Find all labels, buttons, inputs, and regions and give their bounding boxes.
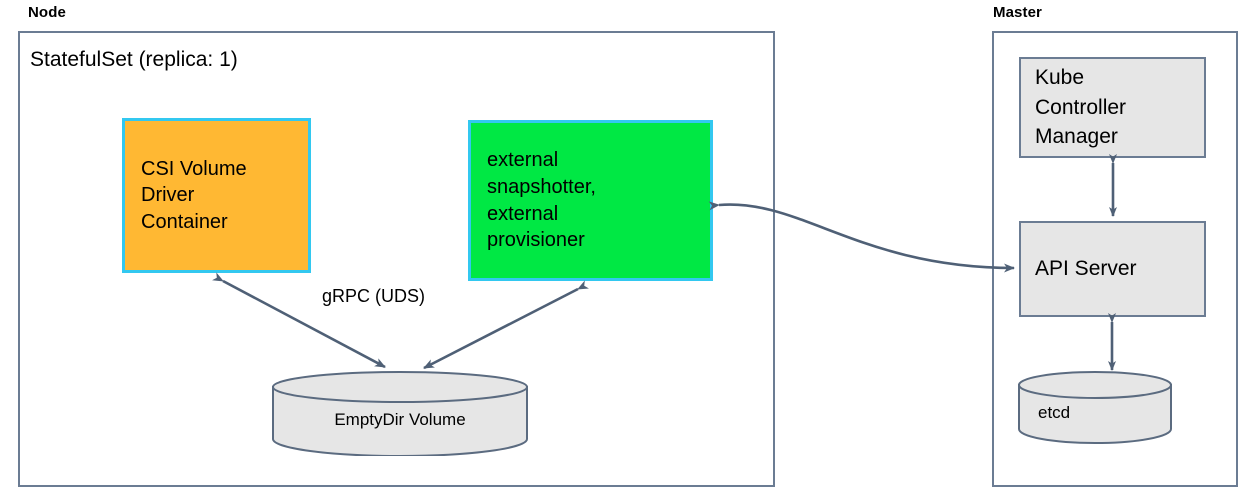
external-sidecars-box[interactable]: external snapshotter, external provision… — [468, 120, 713, 281]
external-sidecars-text: external snapshotter, external provision… — [487, 149, 596, 252]
emptydir-volume-shape — [272, 371, 528, 457]
emptydir-volume-cylinder[interactable]: EmptyDir Volume — [270, 370, 530, 457]
etcd-cylinder[interactable]: etcd — [1016, 370, 1174, 444]
api-server-box[interactable]: API Server — [1019, 221, 1206, 317]
api-server-text: API Server — [1035, 257, 1137, 281]
etcd-shape — [1018, 371, 1172, 444]
csi-volume-driver-container-text: CSI Volume Driver Container — [141, 157, 247, 233]
master-group-label: Master — [993, 4, 1042, 21]
node-group-label: Node — [28, 4, 66, 21]
csi-volume-driver-container-box[interactable]: CSI Volume Driver Container — [122, 118, 311, 273]
statefulset-title: StatefulSet (replica: 1) — [30, 48, 238, 71]
kube-controller-manager-text: Kube Controller Manager — [1035, 66, 1127, 149]
grpc-uds-edge-label: gRPC (UDS) — [322, 286, 426, 306]
kube-controller-manager-box[interactable]: Kube Controller Manager — [1019, 57, 1206, 158]
